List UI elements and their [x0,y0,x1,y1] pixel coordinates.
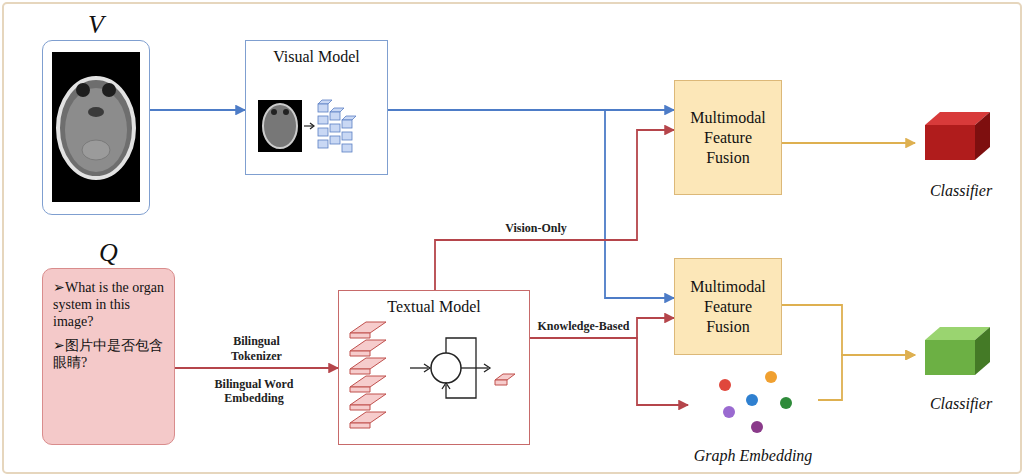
fusion-box: Multimodal Feature Fusion [674,80,782,195]
edge-label: Vision-Only [503,221,569,235]
node-text: Visual Model [246,48,387,66]
node-text: Multimodal Feature Fusion [689,277,767,337]
visual-model-icon [258,100,356,152]
connector-arrow [150,109,245,111]
connector-arrow [782,305,915,355]
node-text: ➢What is the organ system in this image? [53,279,166,330]
connector-arrow [818,355,915,400]
edge-note: Bilingual Word Embedding [192,377,316,406]
connector-arrow [388,110,674,298]
classifier-cuboid-red [925,112,990,160]
node-text: Textual Model [339,298,529,316]
classifier-node: Classifier [915,105,1007,200]
connector-arrow [435,130,674,290]
variable-label: V [43,11,149,40]
edge-label: Knowledge-Based [535,319,631,333]
node-text: Classifier [915,181,1007,200]
node-text: Graph Embedding [688,446,818,465]
node-text: Multimodal Feature Fusion [689,108,767,168]
node-text: Classifier [915,394,1007,413]
figure-frame [3,3,1021,473]
graph-embedding-node: Graph Embedding [688,365,818,465]
model-box: Textual Model [338,290,530,445]
node-text: ➢图片中是否包含眼睛? [53,337,166,371]
connector-arrow [782,142,915,144]
textual-model-icon [350,322,515,428]
ct-scan-image [52,52,140,202]
graph-embedding-dots [719,371,792,433]
classifier-cuboid-green [925,327,990,375]
variable-label: Q [43,239,174,268]
edge-label: Bilingual Tokenizer [219,334,295,363]
fusion-box: Multimodal Feature Fusion [674,258,782,355]
connector-arrow [175,367,338,369]
model-box: Visual Model [245,40,388,175]
image-box: V [42,40,150,215]
connector-arrow [530,338,688,405]
question-box: Q➢What is the organ system in this image… [42,268,175,445]
connector-arrow [530,318,674,338]
classifier-node: Classifier [915,318,1007,413]
